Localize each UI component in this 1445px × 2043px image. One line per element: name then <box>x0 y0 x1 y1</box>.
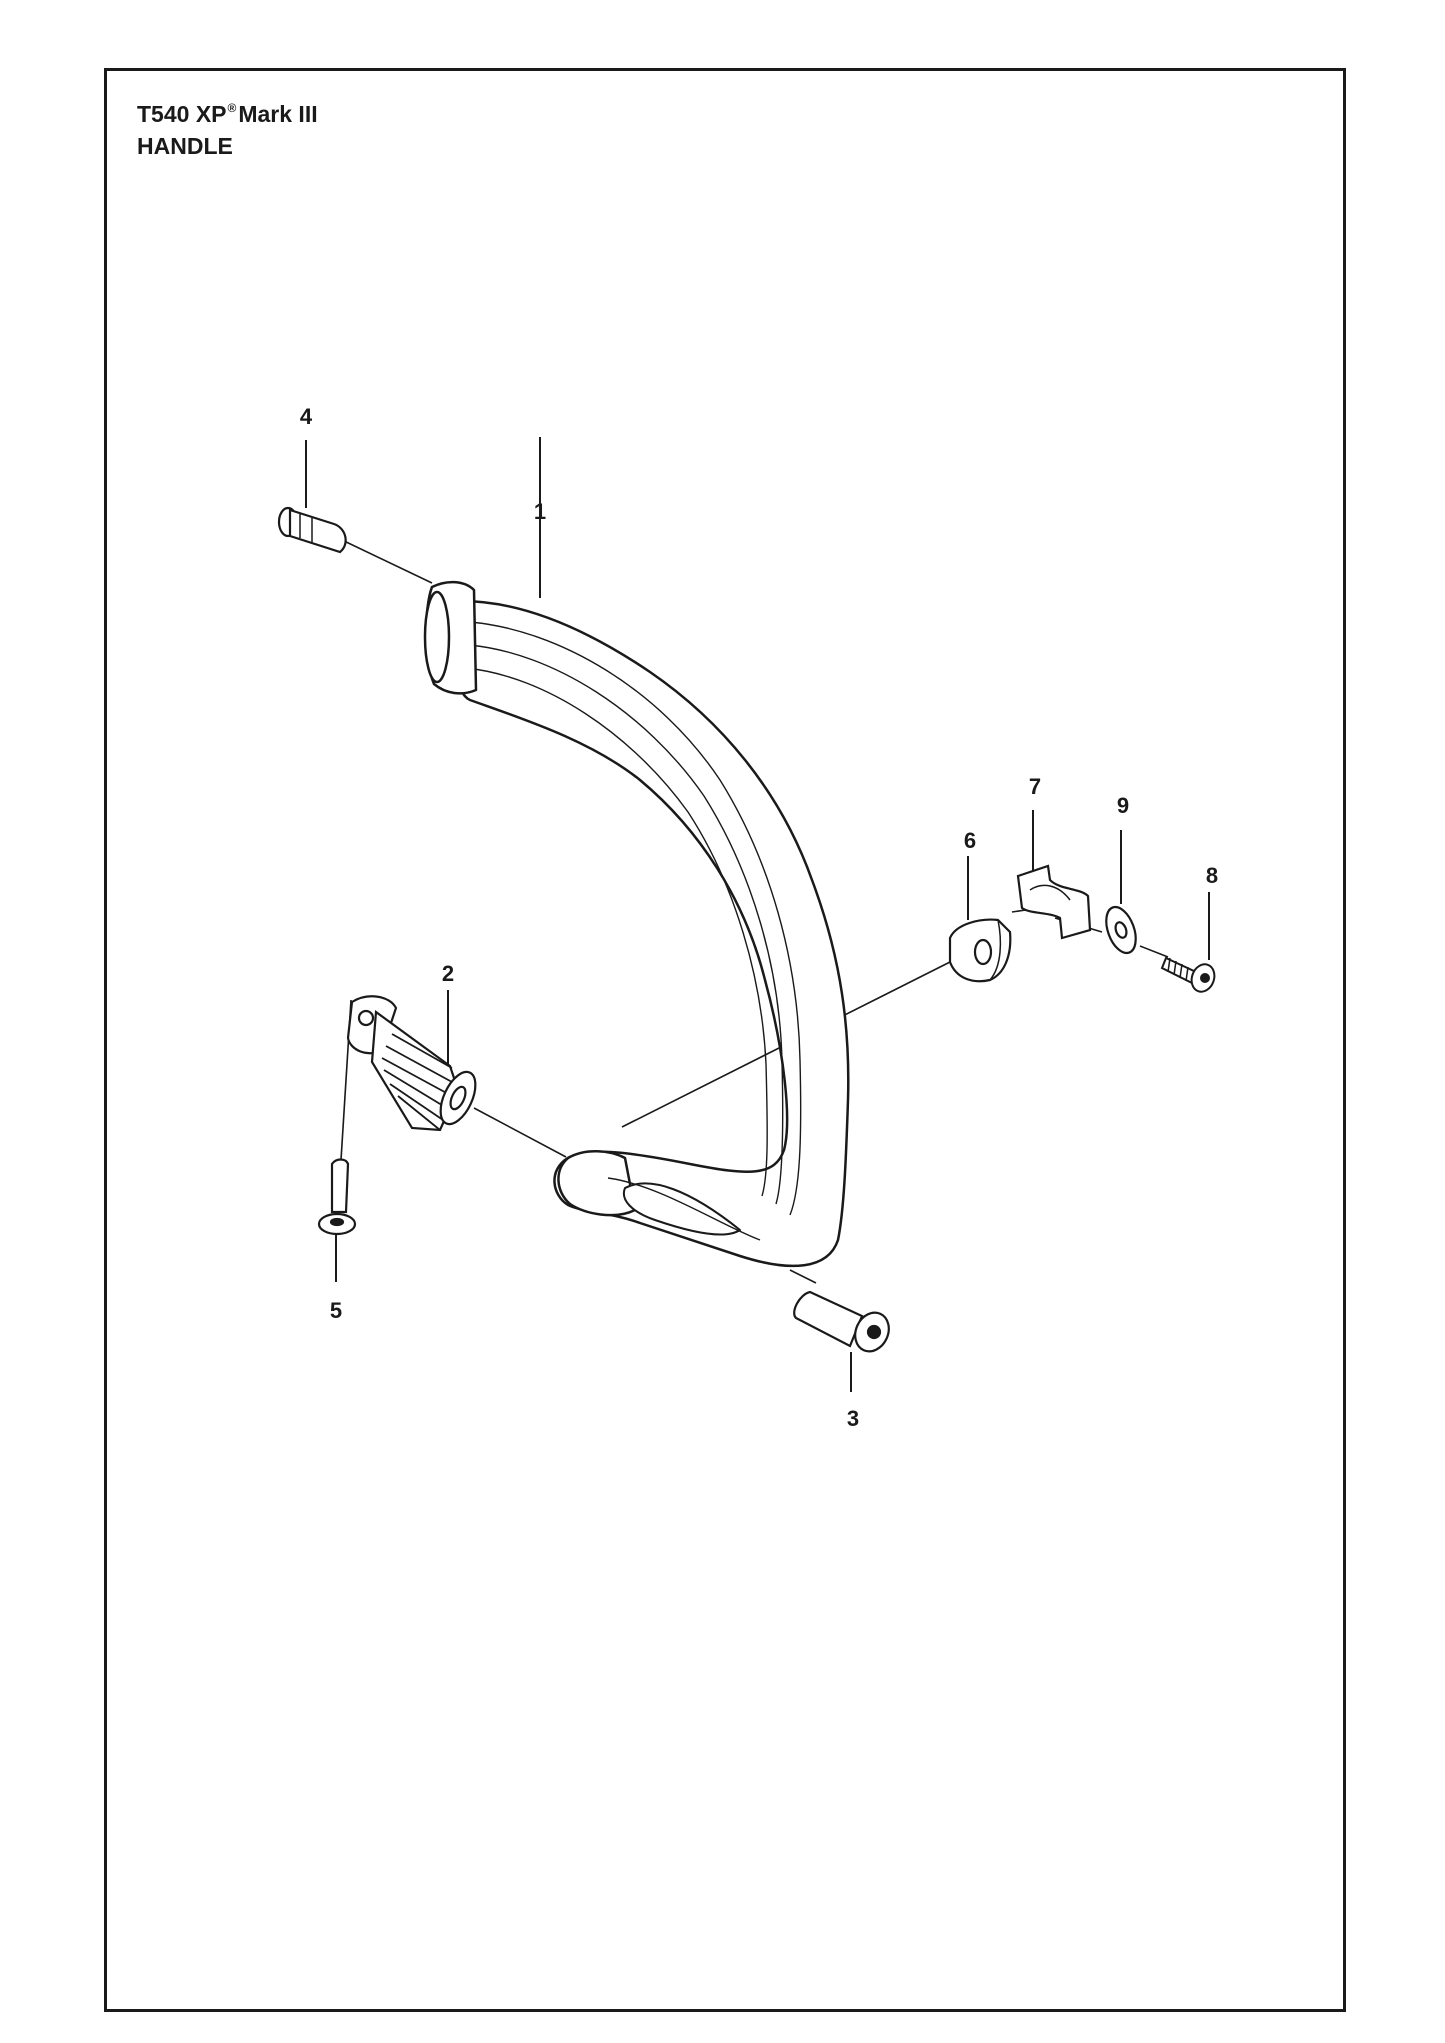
callout-9: 9 <box>1116 793 1130 818</box>
axis-line-top <box>341 539 433 584</box>
clip-icon <box>1016 864 1092 940</box>
page-header: T540 XP®Mark III HANDLE <box>137 92 318 162</box>
model-suffix: Mark III <box>238 101 318 127</box>
callout-4: 4 <box>299 404 313 429</box>
callout-2: 2 <box>441 961 455 986</box>
buffer-spring-icon <box>346 995 477 1132</box>
callout-8: 8 <box>1205 863 1219 888</box>
callout-6: 6 <box>963 828 977 853</box>
diagram-frame <box>104 68 1346 2012</box>
registered-mark: ® <box>227 101 237 115</box>
callout-1: 1 <box>533 499 547 524</box>
model-name: T540 XP <box>137 101 227 127</box>
bottom-screw-icon <box>317 1158 357 1236</box>
callout-5: 5 <box>329 1298 343 1323</box>
tapping-screw-icon <box>1160 956 1216 993</box>
section-title: HANDLE <box>137 133 233 159</box>
nut-icon <box>948 918 1012 983</box>
axis-line-spring <box>473 1107 567 1158</box>
axis-line-screw <box>1139 945 1169 958</box>
top-screw-icon <box>277 506 347 554</box>
handle-bar-icon <box>423 580 850 1268</box>
model-title: T540 XP®Mark III <box>137 92 318 130</box>
callout-3: 3 <box>846 1406 860 1431</box>
bolt-icon <box>793 1290 890 1353</box>
axis-line-bottom <box>789 1269 817 1284</box>
callout-7: 7 <box>1028 774 1042 799</box>
washer-icon <box>1105 905 1137 955</box>
